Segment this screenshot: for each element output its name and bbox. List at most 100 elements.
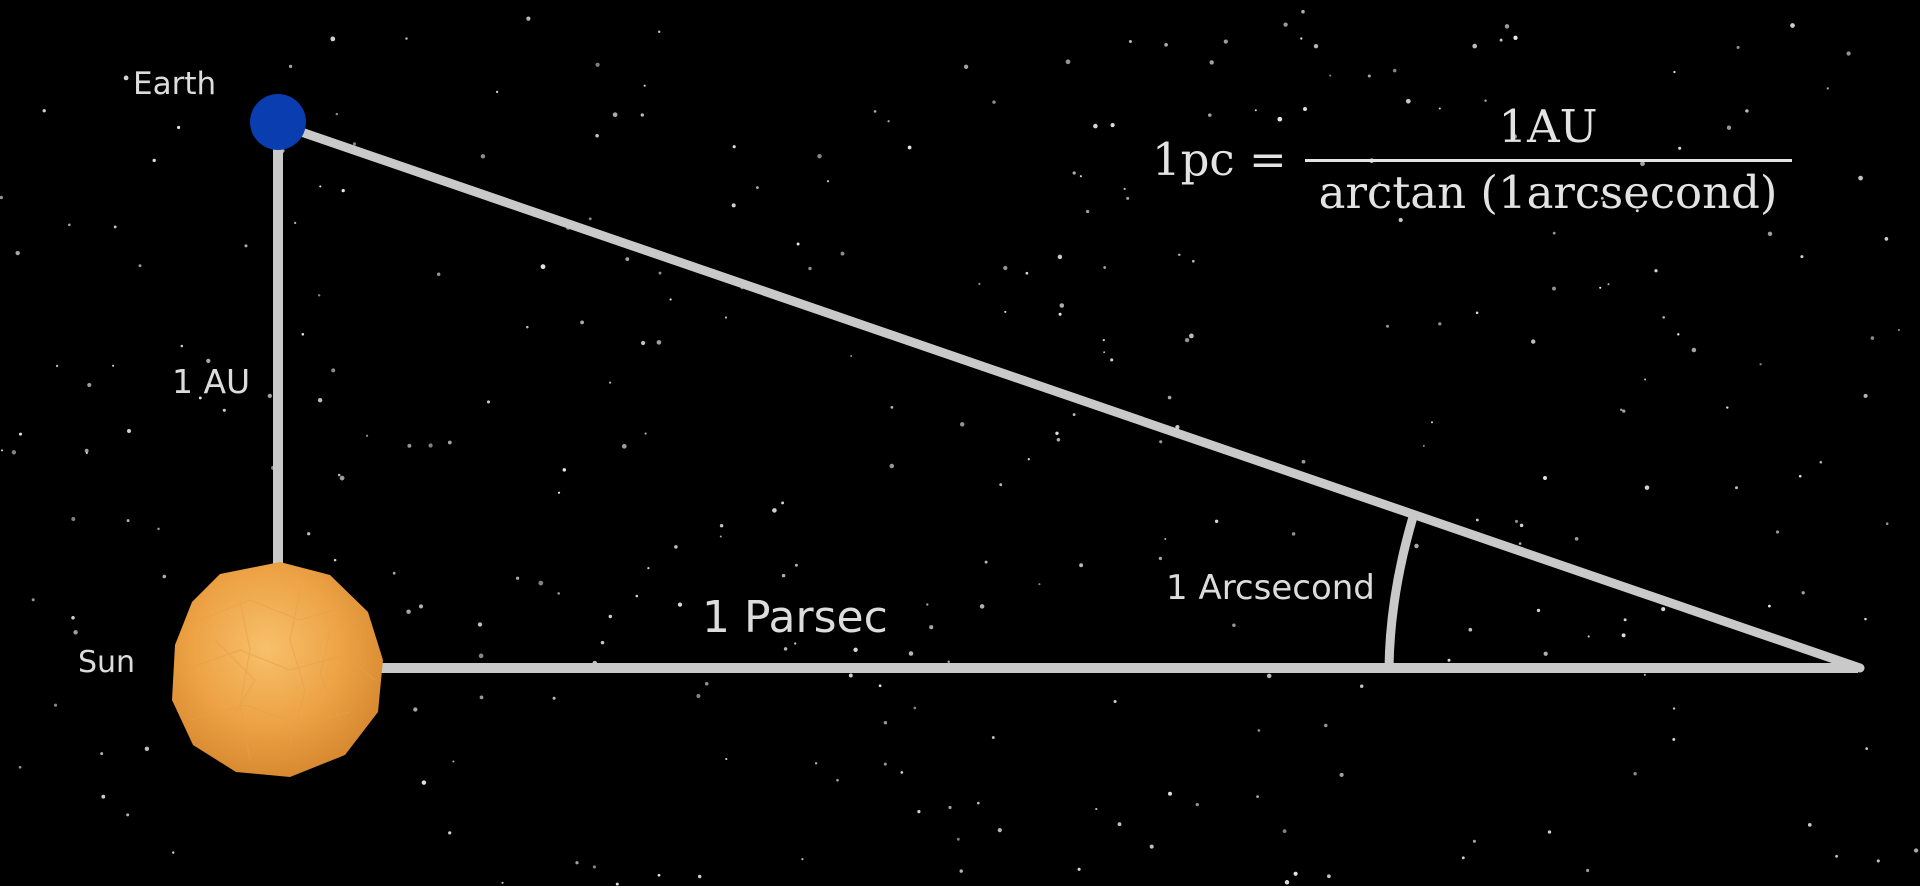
star	[392, 571, 396, 575]
star	[84, 448, 89, 453]
star	[959, 869, 963, 873]
star	[123, 75, 129, 81]
star	[1736, 45, 1740, 49]
star	[984, 560, 988, 564]
star	[540, 264, 546, 270]
star	[1077, 867, 1081, 871]
star	[1801, 591, 1805, 595]
star	[731, 203, 736, 208]
star	[991, 736, 995, 739]
star	[1484, 99, 1487, 102]
star	[87, 382, 92, 388]
star	[1283, 22, 1288, 27]
star	[1635, 209, 1639, 213]
star	[495, 90, 499, 94]
star	[479, 695, 484, 700]
star	[883, 762, 887, 766]
star	[501, 881, 504, 884]
star	[1607, 283, 1610, 286]
star	[339, 475, 345, 481]
star	[126, 813, 130, 817]
star	[840, 251, 845, 256]
star	[725, 757, 728, 761]
star	[1599, 286, 1602, 289]
star	[55, 364, 59, 368]
star	[979, 604, 985, 609]
star	[557, 491, 561, 494]
star	[1113, 699, 1117, 704]
star	[873, 110, 877, 113]
starfield	[0, 9, 1919, 886]
star	[113, 225, 117, 229]
star	[1475, 311, 1479, 315]
star	[406, 609, 411, 614]
star	[848, 673, 853, 678]
star	[1209, 60, 1214, 65]
star	[640, 340, 646, 346]
star	[956, 837, 960, 841]
star	[319, 185, 322, 188]
star	[101, 794, 106, 799]
star	[526, 325, 529, 329]
star	[976, 801, 980, 805]
star	[1514, 519, 1519, 523]
star	[1128, 39, 1132, 44]
star	[1819, 461, 1823, 464]
star	[1518, 542, 1522, 545]
star	[781, 501, 785, 505]
star	[1195, 802, 1199, 807]
star	[1385, 324, 1390, 328]
star	[1093, 123, 1098, 129]
star	[1643, 673, 1646, 676]
star	[850, 354, 853, 358]
star	[1620, 408, 1623, 412]
star	[407, 443, 412, 448]
star	[157, 527, 160, 531]
star	[1072, 413, 1076, 417]
star	[413, 707, 418, 712]
star	[1159, 440, 1163, 444]
star	[853, 647, 858, 652]
star	[1691, 347, 1697, 353]
star	[294, 221, 297, 224]
star	[557, 592, 560, 595]
star	[595, 62, 600, 67]
star	[1552, 231, 1556, 235]
star	[341, 188, 345, 193]
star	[1644, 485, 1650, 490]
formula-numerator: 1AU	[1498, 100, 1598, 153]
star	[1422, 444, 1425, 447]
star	[1885, 522, 1889, 525]
star	[814, 762, 818, 765]
star	[1586, 868, 1590, 873]
star	[352, 142, 357, 146]
star	[836, 778, 839, 782]
star	[1158, 556, 1163, 561]
star	[1189, 333, 1194, 339]
star	[206, 358, 211, 364]
star	[405, 37, 408, 40]
star	[1726, 125, 1732, 130]
star	[1513, 35, 1518, 40]
star	[1884, 237, 1889, 241]
star	[677, 602, 683, 607]
star	[1472, 839, 1476, 843]
star	[71, 517, 76, 521]
star	[538, 580, 544, 586]
star	[1004, 310, 1007, 313]
star	[644, 432, 647, 435]
star	[1512, 134, 1517, 139]
star	[1499, 38, 1503, 42]
star	[1065, 59, 1071, 65]
star	[1377, 182, 1382, 186]
star	[562, 468, 567, 472]
star	[180, 344, 184, 348]
star	[1472, 43, 1478, 49]
star	[1254, 109, 1257, 112]
au-label: 1 AU	[172, 362, 251, 401]
star	[1623, 618, 1627, 622]
star	[724, 316, 728, 319]
star	[992, 100, 996, 104]
star	[1735, 486, 1738, 490]
star	[658, 271, 662, 275]
